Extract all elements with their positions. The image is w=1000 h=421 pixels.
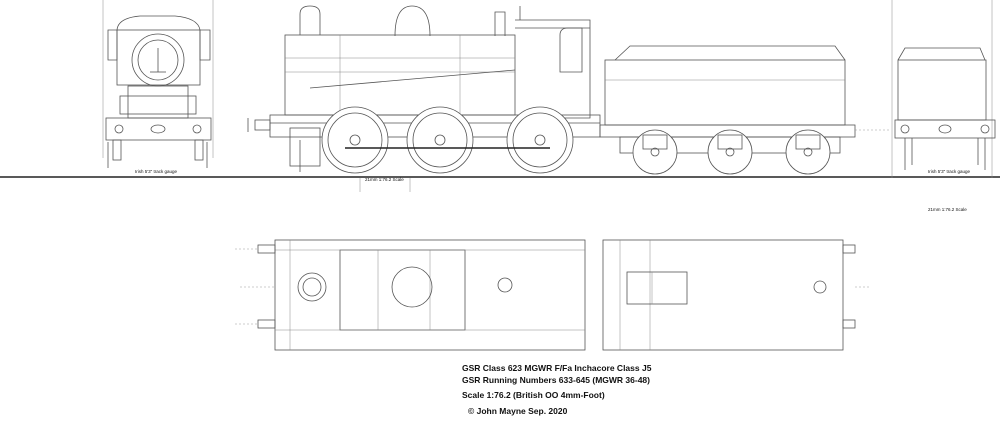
- scale-label-side: 21mm 1:76.2 Scale: [365, 177, 404, 182]
- plan-view-tender: [602, 239, 870, 351]
- side-view-tender: [599, 45, 890, 175]
- gauge-label-front: Irish 5'3" track gauge: [135, 169, 177, 174]
- plan-view-loco: [235, 239, 586, 351]
- caption-scale: Scale 1:76.2 (British OO 4mm-Foot): [462, 390, 605, 400]
- caption-copyright: © John Mayne Sep. 2020: [468, 406, 568, 416]
- front-view-loco: [102, 0, 214, 168]
- rear-view-tender: [891, 0, 996, 178]
- side-view-loco: [247, 5, 601, 174]
- caption-running-numbers: GSR Running Numbers 633-645 (MGWR 36-48): [462, 375, 650, 385]
- caption-title: GSR Class 623 MGWR F/Fa Inchacore Class …: [462, 363, 652, 373]
- gauge-label-rear: Irish 5'3" track gauge: [928, 169, 970, 174]
- scale-label-rear: 21mm 1:76.2 Scale: [928, 207, 967, 212]
